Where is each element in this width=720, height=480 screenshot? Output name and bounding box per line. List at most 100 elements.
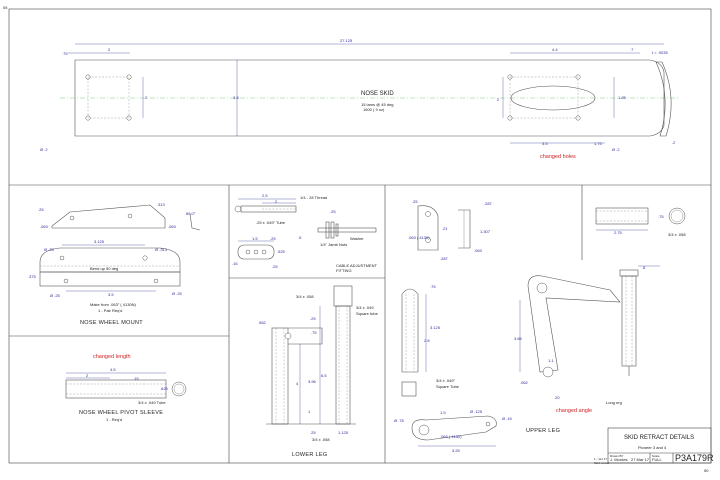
dim-text: Ø .25: [44, 247, 55, 252]
mount-flat-pattern: [39, 247, 181, 273]
fitting-threaded-rod: [317, 227, 377, 233]
upper-leg-bracket: [417, 205, 439, 251]
dim-text: .20: [554, 395, 560, 400]
lower-leg-inner-tube: [335, 305, 351, 425]
dim-text: .063 ( 4130): [440, 434, 462, 439]
pivot-sleeve-qty: 1 - Req'd: [106, 417, 122, 422]
dim-text: 2: [145, 95, 148, 100]
cable-adjustment-title-2: FITTING: [336, 268, 352, 273]
upper-leg-square-section: [401, 381, 417, 397]
lower-leg-top-tube: [333, 285, 353, 307]
mount-note: Make from .063" ( 4130N): [90, 302, 137, 307]
fitting-tube: [237, 244, 275, 260]
upper-leg-hole: [418, 424, 430, 436]
mount-hole: [63, 278, 69, 284]
mount-hole: [142, 255, 148, 261]
skid-tube-view: [595, 207, 686, 231]
lower-leg-title: LOWER LEG: [292, 452, 327, 458]
dim-text: .5: [298, 235, 302, 240]
revision-note: changed length: [93, 354, 131, 360]
drawn-by: J. Mordes: [610, 457, 628, 462]
dim-text: 1.25: [618, 95, 627, 100]
dim-text: .287: [484, 201, 493, 206]
upper-leg-hole: [425, 237, 431, 243]
skid-tube-end-bore: [670, 209, 684, 223]
sheet-border: [8, 8, 712, 464]
dim-text: 2.5: [262, 193, 268, 198]
dim-text: .16: [232, 261, 238, 266]
dim-text: 2: [108, 47, 111, 52]
dim-text: .15: [133, 376, 139, 381]
pivot-arm-link: [527, 275, 621, 373]
dim-text: 1.125: [338, 430, 349, 435]
nose-skid-note: 1600 ( 9 oz): [363, 107, 385, 112]
sleeve-end-bore: [173, 383, 185, 395]
tube-note: .25 x .049" Tube: [256, 220, 286, 225]
dim-text: 27.125: [340, 38, 353, 43]
dim-text: .7: [630, 47, 634, 52]
fitting-eye: [234, 205, 242, 213]
lower-leg-clamp: [288, 327, 323, 345]
skid-slot: [510, 85, 596, 111]
drawing-number: P3A179R: [675, 453, 714, 463]
title-side-note: Skid retract: [594, 461, 609, 465]
cable-adjustment-view: [234, 198, 377, 260]
tube-note: 3/4 x .058: [668, 232, 686, 237]
dim-text: .75: [62, 51, 68, 56]
dim-text: 2: [86, 373, 89, 378]
skid-hole-pattern-right: [509, 76, 579, 119]
dim-text: .375: [28, 274, 37, 279]
dim-text: .625: [160, 386, 169, 391]
mount-hole: [59, 255, 65, 261]
skid-outline: [74, 59, 665, 137]
dim-text: .562: [258, 320, 267, 325]
corner-label-top-left: 05: [3, 5, 8, 10]
fitting-nut: [330, 221, 335, 239]
upper-leg-title: UPPER LEG: [526, 428, 560, 434]
nose-skid-view: [60, 43, 680, 144]
dim-text: Ø .25: [172, 291, 183, 296]
pivot-arm-hole: [542, 366, 554, 378]
dim-text: Ø .313: [155, 247, 168, 252]
dim-text: .25: [310, 316, 316, 321]
dim-text: .75: [311, 330, 317, 335]
revision-note: changed holes: [540, 154, 576, 160]
pivot-arm-hole: [536, 282, 548, 294]
dim-text: .287: [440, 256, 449, 261]
corner-label-bottom-right: 50: [704, 468, 709, 473]
dim-text: .313: [157, 202, 166, 207]
pivot-arm-view: [519, 265, 660, 378]
scale-label: Scale: [652, 454, 660, 458]
pivot-arm-cap: [619, 269, 639, 277]
nose-wheel-mount-title: NOSE WHEEL MOUNT: [80, 320, 143, 326]
dim-text: 4.5: [110, 367, 116, 372]
dim-text: 4: [296, 381, 299, 386]
dim-text: .25: [270, 236, 276, 241]
dim-text: .25: [412, 199, 418, 204]
dim-text: 2.8: [424, 338, 430, 343]
mount-side-profile: [51, 204, 166, 229]
dim-text: .25: [310, 430, 316, 435]
dim-text: .063: [168, 224, 177, 229]
drawing-title: SKID RETRACT DETAILS: [624, 435, 694, 441]
nose-wheel-pivot-sleeve-title: NOSE WHEEL PIVOT SLEEVE: [79, 410, 163, 416]
tube-note: 3/4 x .049 Tube: [138, 400, 166, 405]
mount-hole: [69, 215, 75, 221]
skid-tube-body: [595, 207, 649, 225]
dim-text: 3.96: [308, 379, 317, 384]
pivot-arm-post: [621, 275, 637, 367]
mount-bottom-flange: [39, 271, 181, 287]
dim-text: .063 ( 4130): [408, 235, 430, 240]
dim-text: 2: [497, 97, 500, 102]
dim-text: 3.85: [514, 336, 523, 341]
dim-text: 3.5: [542, 141, 548, 146]
pivot-arm-note: Long nrg: [606, 400, 622, 405]
dim-text: .25: [38, 207, 44, 212]
dim-text: .062: [520, 380, 529, 385]
project-name: Pioneer 3 and 4: [638, 445, 667, 450]
dim-text: .063: [40, 224, 49, 229]
dim-text: 3.125: [430, 325, 441, 330]
upper-leg-arm: [411, 415, 497, 441]
fitting-hole: [245, 249, 251, 255]
drawn-by-label: Drawn BY: [610, 454, 624, 458]
